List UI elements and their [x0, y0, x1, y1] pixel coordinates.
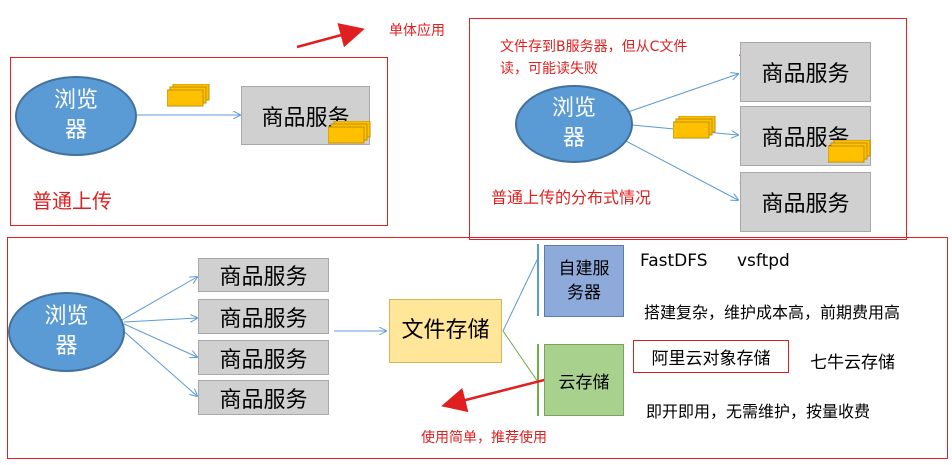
vsftpd-label: vsftpd [737, 251, 790, 271]
server-a: 商品服务 [740, 42, 871, 102]
caption-distributed: 普通上传的分布式情况 [491, 188, 652, 207]
service-label: 商品服务 [761, 62, 850, 87]
service-box-1: 商品服务 [198, 258, 329, 292]
file-storage-box: 文件存储 [389, 299, 502, 363]
arrow-to-server-a [627, 74, 738, 113]
distributed-note-line1: 文件存到B服务器，但从C文件 [500, 39, 688, 55]
red-arrow-single-app [296, 23, 365, 49]
file-stack-icon [166, 83, 211, 108]
file-storage-label: 文件存储 [401, 318, 490, 343]
file-stack-icon [327, 120, 372, 145]
arrow-to-service-4 [119, 327, 197, 396]
bracket-cloud [502, 330, 539, 383]
arrow-to-server-c [623, 139, 738, 200]
cloud-storage-box: 云存储 [544, 344, 624, 416]
self-built-box: 自建服务器 [544, 245, 624, 317]
service-label: 商品服务 [219, 265, 308, 290]
qiniu-label: 七牛云存储 [810, 353, 895, 373]
browser-label: 浏览器 [53, 88, 98, 143]
fastdfs-label: FastDFS [640, 251, 708, 271]
arrow-to-service-1 [121, 277, 197, 321]
service-label: 商品服务 [219, 387, 308, 413]
aliyun-oss-label: 阿里云对象存储 [651, 349, 771, 369]
self-built-note: 搭建复杂，维护成本高，前期费用高 [644, 303, 901, 322]
browser-label: 浏览器 [551, 96, 596, 151]
file-stack-icon [827, 139, 872, 164]
service-label: 商品服务 [219, 306, 308, 332]
browser-node: 浏览器 [515, 85, 633, 163]
panel-basic-upload [10, 57, 388, 226]
self-built-label: 自建服务器 [558, 259, 610, 303]
browser-node: 浏览器 [8, 292, 125, 372]
single-app-annotation: 单体应用 [389, 23, 445, 39]
panel-distributed [469, 18, 907, 240]
cloud-label: 云存储 [558, 372, 610, 393]
service-box-2: 商品服务 [198, 299, 329, 334]
service-label: 商品服务 [761, 192, 850, 217]
server-c: 商品服务 [740, 172, 871, 232]
red-arrow-recommend [441, 375, 557, 413]
service-box-3: 商品服务 [198, 340, 329, 375]
service-box-4: 商品服务 [198, 380, 329, 415]
browser-label: 浏览器 [44, 304, 89, 359]
arrow-to-service-3 [123, 323, 197, 357]
cloud-note: 即开即用，无需维护，按量收费 [646, 402, 871, 421]
arrow-to-service-2 [123, 318, 197, 323]
bracket-self-built [502, 257, 539, 332]
panel-storage [7, 237, 948, 459]
distributed-note-line2: 读，可能读失败 [500, 61, 598, 77]
aliyun-oss-box: 阿里云对象存储 [633, 340, 789, 373]
service-label: 商品服务 [219, 347, 308, 373]
recommend-note: 使用简单，推荐使用 [421, 430, 547, 446]
caption-basic-upload: 普通上传 [32, 189, 112, 213]
browser-node: 浏览器 [15, 76, 137, 156]
file-stack-icon [672, 115, 717, 140]
